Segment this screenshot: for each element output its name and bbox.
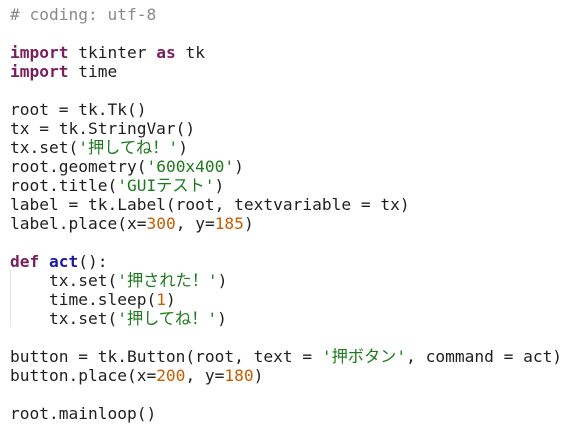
code-text: time.sleep( — [10, 290, 157, 309]
code-text: label.place(x= — [10, 214, 147, 233]
indent-guide — [10, 270, 11, 327]
code-text: tx.set( — [10, 138, 79, 157]
code-line[interactable]: label = tk.Label(root, textvariable = tx… — [10, 195, 562, 214]
code-text: (): — [78, 252, 108, 271]
code-line[interactable]: root = tk.Tk() — [10, 100, 562, 119]
keyword-token: import — [10, 62, 69, 81]
code-line[interactable]: import tkinter as tk — [10, 43, 562, 62]
code-line[interactable]: time.sleep(1) — [10, 290, 562, 309]
number-token: 185 — [214, 214, 244, 233]
code-text — [39, 252, 49, 271]
number-token: 200 — [156, 366, 186, 385]
string-token: '押された！' — [117, 271, 218, 290]
code-text: root.geometry( — [10, 157, 147, 176]
code-line[interactable] — [10, 328, 562, 347]
code-text: tkinter — [68, 43, 157, 62]
number-token: 1 — [156, 290, 166, 309]
code-text: , command = act) — [406, 347, 563, 366]
code-line[interactable]: # coding: utf-8 — [10, 5, 562, 24]
code-line[interactable]: root.title('GUIテスト') — [10, 176, 562, 195]
keyword-token: def — [10, 252, 40, 271]
code-line[interactable] — [10, 24, 562, 43]
code-text: time — [68, 62, 118, 81]
code-text: ) — [165, 290, 176, 309]
code-line[interactable]: def act(): — [10, 252, 562, 271]
code-text: tk — [175, 43, 205, 62]
code-text: , y= — [175, 214, 215, 233]
code-line[interactable]: tx.set('押してね！') — [10, 309, 562, 328]
code-text: ) — [217, 309, 227, 328]
code-text: ) — [234, 157, 244, 176]
code-line[interactable]: button.place(x=200, y=180) — [10, 366, 562, 385]
code-text: tx.set( — [10, 309, 118, 328]
string-token: '押してね！' — [117, 309, 218, 328]
code-text: ) — [214, 176, 225, 195]
keyword-token: as — [156, 43, 176, 62]
string-token: '600x400' — [146, 157, 235, 176]
string-token: '押してね！' — [78, 138, 179, 157]
function-name-token: act — [49, 252, 79, 271]
code-text: ) — [253, 366, 264, 385]
code-text: , y= — [185, 366, 225, 385]
code-line[interactable]: button = tk.Button(root, text = '押ボタン', … — [10, 347, 562, 366]
code-line[interactable]: label.place(x=300, y=185) — [10, 214, 562, 233]
code-line[interactable]: root.mainloop() — [10, 404, 562, 423]
keyword-token: import — [10, 43, 69, 62]
string-token: 'GUIテスト' — [117, 176, 215, 195]
code-line[interactable]: root.geometry('600x400') — [10, 157, 562, 176]
code-text: label = tk.Label(root, textvariable = tx… — [10, 195, 410, 214]
code-text: root.mainloop() — [10, 404, 157, 423]
number-token: 300 — [146, 214, 176, 233]
code-line[interactable]: tx.set('押してね！') — [10, 138, 562, 157]
code-text: root = tk.Tk() — [10, 100, 147, 119]
code-text: tx.set( — [10, 271, 118, 290]
code-line[interactable] — [10, 81, 562, 100]
comment-token: # coding: utf-8 — [10, 5, 157, 24]
code-text: ) — [178, 138, 188, 157]
code-line[interactable]: import time — [10, 62, 562, 81]
code-line[interactable] — [10, 385, 562, 404]
code-text: button = tk.Button(root, text = — [10, 347, 322, 366]
code-text: button.place(x= — [10, 366, 157, 385]
code-text: ) — [243, 214, 254, 233]
code-text: root.title( — [10, 176, 118, 195]
string-token: '押ボタン' — [321, 347, 407, 366]
code-text: ) — [217, 271, 228, 290]
code-line[interactable] — [10, 233, 562, 252]
code-text: tx = tk.StringVar() — [10, 119, 196, 138]
code-line[interactable]: tx.set('押された！') — [10, 271, 562, 290]
code-line[interactable]: tx = tk.StringVar() — [10, 119, 562, 138]
number-token: 180 — [224, 366, 254, 385]
